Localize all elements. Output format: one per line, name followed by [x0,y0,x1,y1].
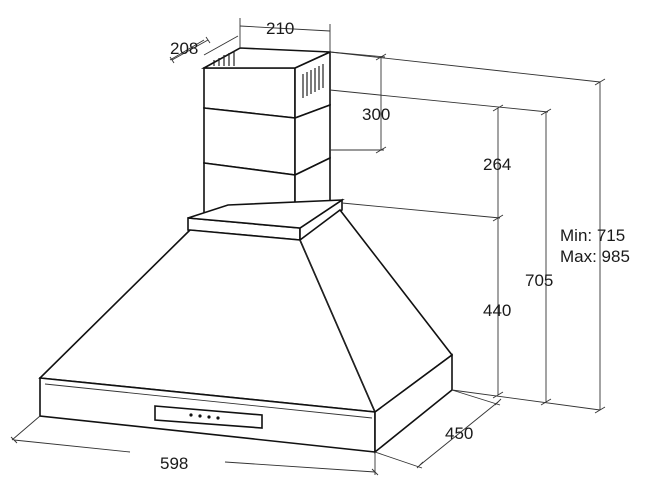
label-chimney-width: 210 [266,19,294,38]
label-hood-width: 598 [160,454,188,473]
label-upper-chimney-height: 300 [362,105,390,124]
label-canopy-height: 440 [483,301,511,320]
label-hood-height: 705 [525,271,553,290]
chimney-upper [200,47,331,120]
label-hood-depth: 450 [445,424,473,443]
dimension-labels: 208 210 300 264 440 705 Min: 715 Max: 98… [160,19,630,473]
control-button-4 [216,416,220,420]
front-panel [39,353,453,454]
label-total-height-max: Max: 985 [560,247,630,266]
canopy [38,208,454,414]
control-button-2 [198,414,202,418]
control-panel [154,405,263,429]
dimension-lines [10,18,606,476]
vent-slots-right [302,64,324,98]
label-lower-chimney-height: 264 [483,155,511,174]
control-button-3 [207,415,211,419]
vent-slots-left [213,51,235,66]
label-total-height-min: Min: 715 [560,226,625,245]
collar-ring [187,198,345,242]
control-button-1 [189,413,193,417]
label-chimney-depth: 208 [170,39,198,58]
